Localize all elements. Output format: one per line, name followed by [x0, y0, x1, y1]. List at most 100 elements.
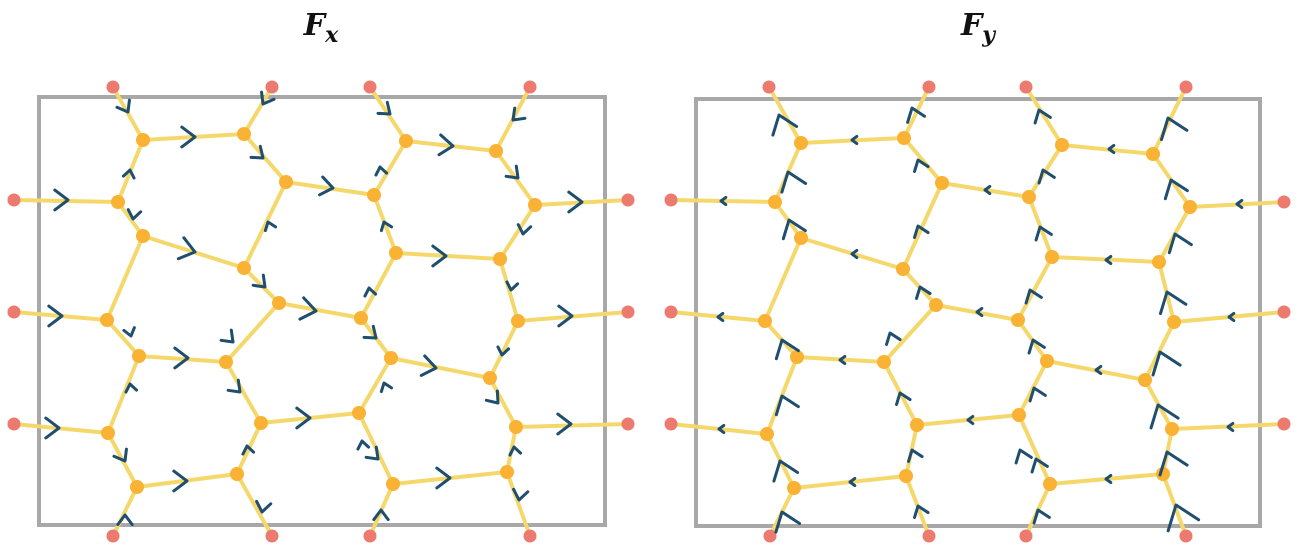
chevron-arrow-icon — [44, 416, 61, 440]
network-node — [100, 313, 114, 327]
network-edge — [111, 485, 139, 538]
chevron-arrow-icon — [508, 445, 523, 457]
network-node — [509, 420, 523, 434]
network-node — [230, 467, 244, 481]
chevron-arrow-icon — [364, 445, 380, 461]
network-node — [899, 469, 913, 483]
network-node — [910, 418, 924, 432]
network-node — [1022, 190, 1036, 204]
chevron-arrow-icon — [1151, 350, 1182, 377]
boundary-node — [922, 529, 936, 543]
chevron-arrow-icon — [850, 248, 859, 260]
chevron-arrow-icon — [781, 218, 807, 241]
network-edge — [105, 318, 141, 358]
network-node — [1011, 313, 1025, 327]
chevron-arrow-icon — [719, 195, 728, 207]
chevron-arrow-icon — [176, 236, 197, 261]
chevron-arrow-icon — [1027, 338, 1046, 355]
chevron-arrow-icon — [913, 504, 930, 519]
chevron-arrow-icon — [47, 304, 64, 328]
network-node — [130, 480, 144, 494]
boundary-node — [1019, 529, 1033, 543]
network-node — [1156, 467, 1170, 481]
network-node — [483, 371, 497, 385]
chevron-arrow-icon — [437, 133, 455, 157]
chevron-arrow-icon — [1030, 457, 1049, 474]
network-edge — [488, 376, 518, 429]
network-node — [272, 296, 286, 310]
network-node — [896, 262, 910, 276]
boundary-node — [1179, 529, 1193, 543]
network-edge — [116, 200, 145, 238]
boundary-node — [621, 417, 635, 431]
network-edge — [106, 354, 141, 435]
boundary-node — [363, 529, 377, 543]
network-edge — [763, 236, 803, 323]
chevron-arrow-icon — [983, 184, 992, 196]
chevron-arrow-icon — [251, 273, 267, 289]
chevron-arrow-icon — [379, 220, 394, 233]
network-node — [1012, 408, 1026, 422]
chevron-arrow-icon — [1107, 143, 1116, 155]
network-node — [1183, 200, 1197, 214]
chevron-arrow-icon — [717, 423, 726, 435]
network-node — [136, 229, 150, 243]
network-edge — [767, 85, 803, 145]
chevron-arrow-icon — [318, 175, 335, 197]
network-node — [493, 252, 507, 266]
chevron-arrow-icon — [1159, 116, 1189, 142]
boundary-node — [106, 80, 120, 94]
chevron-arrow-icon — [362, 324, 378, 340]
network-edge — [902, 136, 944, 185]
network-node — [790, 350, 804, 364]
chevron-arrow-icon — [226, 378, 242, 394]
chevron-arrow-icon — [263, 220, 278, 233]
chevron-arrow-icon — [1024, 288, 1043, 305]
network-node — [1167, 315, 1181, 329]
network-node — [389, 246, 403, 260]
chevron-arrow-icon — [966, 414, 975, 426]
chevron-arrow-icon — [124, 382, 139, 394]
chevron-arrow-icon — [419, 354, 438, 377]
chevron-arrow-icon — [1227, 311, 1236, 323]
chevron-arrow-icon — [906, 106, 927, 124]
network-node — [500, 465, 514, 479]
chevron-arrow-icon — [484, 389, 500, 405]
chevron-arrow-icon — [379, 381, 394, 394]
network-edge — [498, 203, 537, 261]
network-node — [511, 314, 525, 328]
chevron-arrow-icon — [907, 448, 924, 463]
network-edge — [901, 181, 944, 271]
boundary-node — [762, 80, 776, 94]
chevron-arrow-icon — [512, 487, 530, 502]
chevron-arrow-icon — [219, 328, 235, 344]
boundary-node — [265, 529, 279, 543]
chevron-arrow-icon — [1094, 364, 1103, 376]
chevron-arrow-icon — [372, 508, 390, 522]
network-node — [929, 298, 943, 312]
network-node — [897, 131, 911, 145]
chevron-arrow-icon — [356, 439, 371, 451]
chevron-arrow-icon — [1149, 403, 1180, 430]
chevron-arrow-icon — [374, 165, 389, 177]
network-node — [101, 426, 115, 440]
boundary-node — [664, 305, 678, 319]
chevron-arrow-icon — [249, 144, 265, 160]
chevron-arrow-icon — [126, 208, 143, 221]
chevron-arrow-icon — [885, 331, 902, 346]
chevron-arrow-icon — [122, 326, 136, 338]
network-edge — [137, 354, 228, 364]
network-edge — [277, 301, 363, 320]
chevron-arrow-icon — [496, 345, 511, 357]
boundary-node — [265, 80, 279, 94]
boundary-node — [664, 417, 678, 431]
chevron-arrow-icon — [774, 338, 800, 361]
network-node — [237, 261, 251, 275]
network-node — [794, 136, 808, 150]
network-node — [386, 477, 400, 491]
chevron-arrow-icon — [567, 190, 584, 214]
chevron-arrow-icon — [1028, 386, 1047, 403]
chevron-arrow-icon — [376, 100, 392, 116]
network-node — [1146, 147, 1160, 161]
boundary-node — [363, 80, 377, 94]
